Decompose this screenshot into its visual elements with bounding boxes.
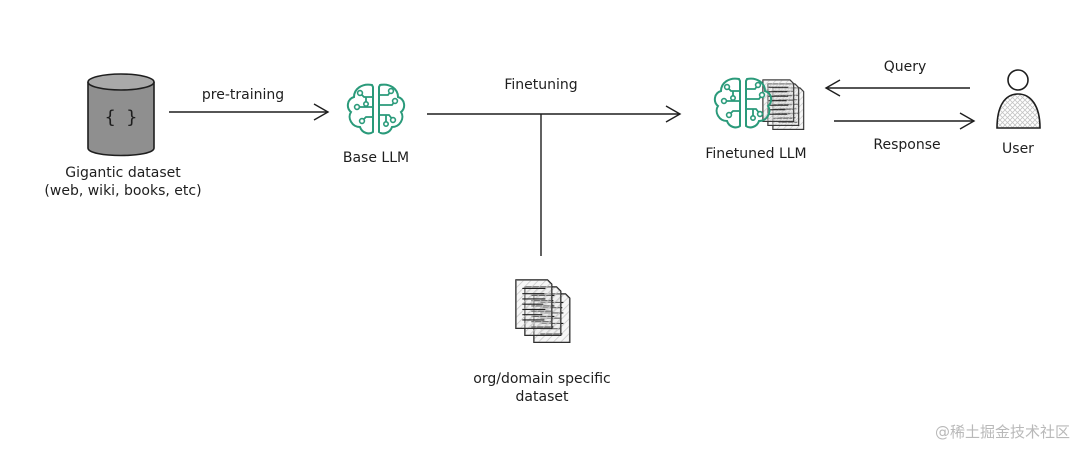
user-icon (996, 69, 1041, 129)
base-llm-label: Base LLM (342, 150, 410, 166)
dataset-label: Gigantic dataset (web, wiki, books, etc) (38, 164, 208, 200)
domain-dataset-label-line2: dataset (515, 389, 569, 405)
finetuning-label: Finetuning (504, 77, 578, 93)
domain-dataset-label: org/domain specific dataset (452, 370, 632, 406)
domain-documents-icon (515, 279, 571, 344)
query-arrow (824, 79, 970, 97)
base-llm-brain-icon (346, 83, 406, 135)
domain-dataset-label-line1: org/domain specific (473, 371, 611, 387)
response-arrow (834, 112, 976, 130)
finetuned-llm-label: Finetuned LLM (705, 146, 807, 162)
finetuning-arrow (427, 105, 682, 123)
database-icon: { } (87, 73, 155, 157)
watermark: @稀土掘金技术社区 (934, 423, 1070, 441)
query-label: Query (883, 59, 927, 75)
pretraining-arrow (169, 103, 330, 121)
pretraining-label: pre-training (201, 87, 285, 103)
user-label: User (1002, 141, 1034, 157)
dataset-label-line1: Gigantic dataset (65, 165, 181, 181)
response-label: Response (873, 137, 941, 153)
dataset-label-line2: (web, wiki, books, etc) (44, 183, 202, 199)
database-braces-text: { } (105, 107, 138, 128)
